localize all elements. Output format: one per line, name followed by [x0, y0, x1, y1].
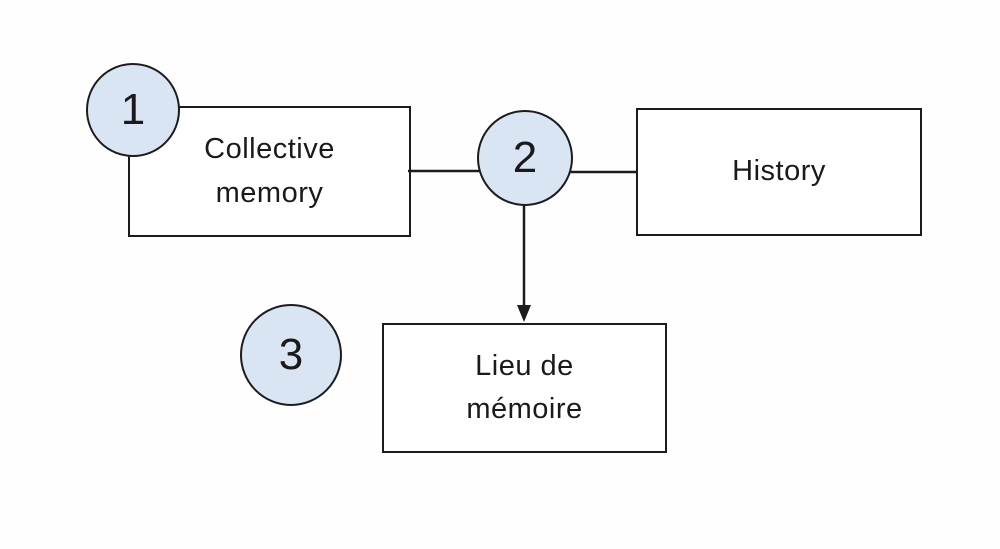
circle-node-2: 2 [477, 110, 573, 206]
lieu-de-memoire-label: Lieu de mémoire [466, 349, 583, 426]
history-label: History [732, 155, 826, 188]
circle-node-1: 1 [86, 63, 180, 157]
circle-node-3: 3 [240, 304, 342, 406]
circle-1-number: 1 [120, 85, 146, 134]
history-box: History [636, 108, 922, 236]
collective-memory-label: Collective memory [204, 133, 335, 209]
lieu-de-memoire-box: Lieu de mémoire [382, 323, 667, 453]
collective-memory-box: Collective memory [128, 106, 411, 237]
arrowhead-down-icon [517, 305, 531, 322]
circle-3-number: 3 [278, 330, 304, 379]
circle-2-number: 2 [512, 133, 538, 182]
